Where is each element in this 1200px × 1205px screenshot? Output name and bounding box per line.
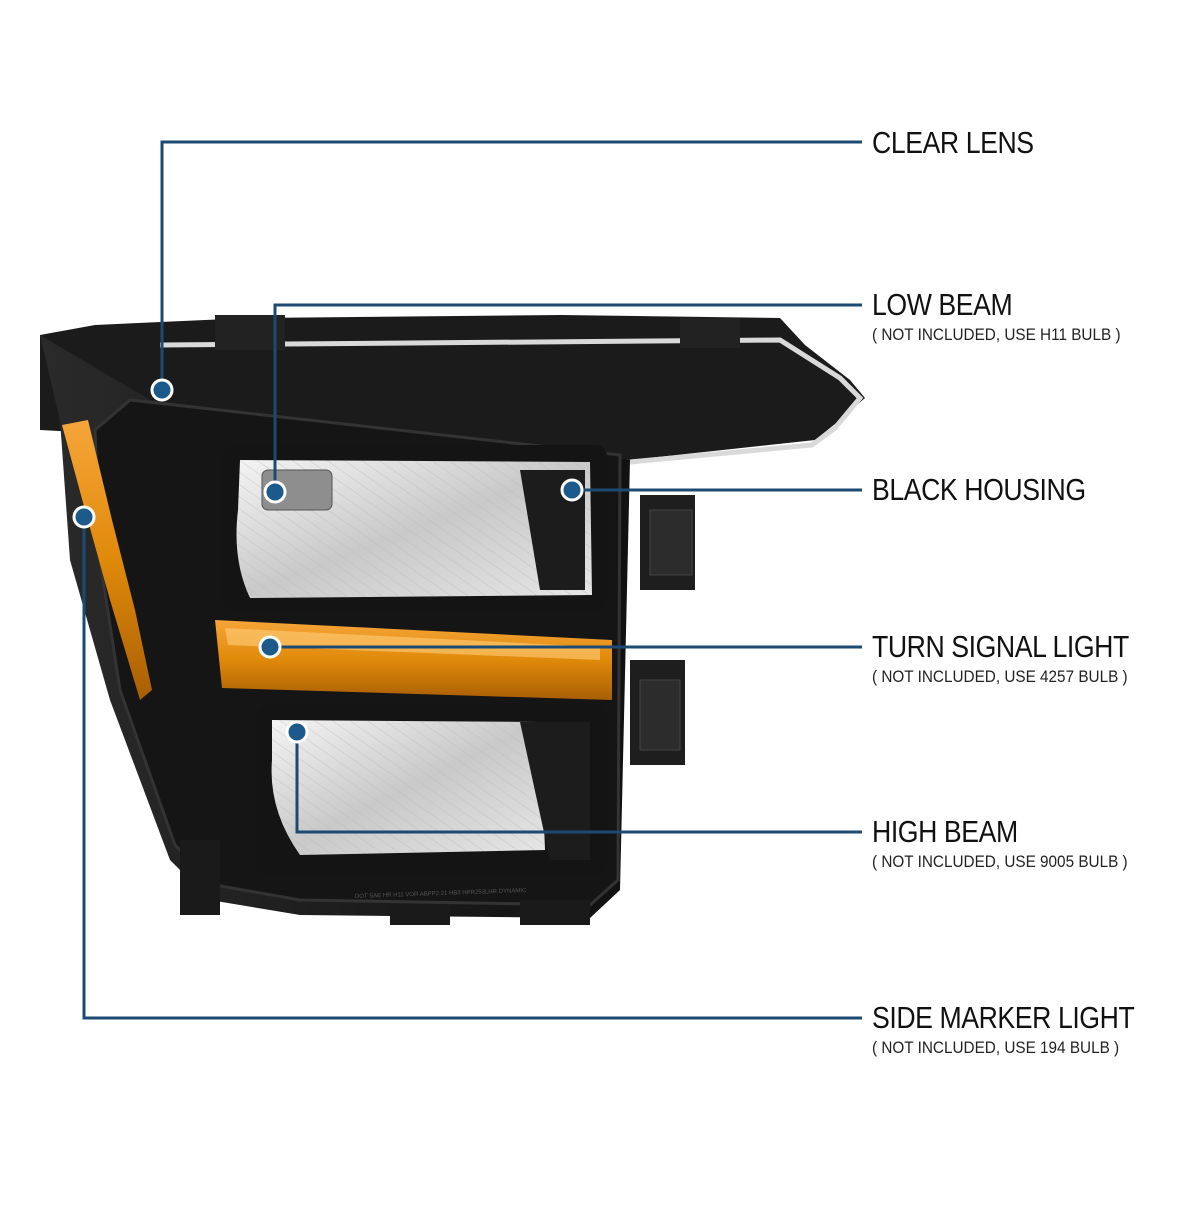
leader-high-beam <box>295 732 862 834</box>
bottom-tab-left <box>180 840 220 915</box>
callout-title: SIDE MARKER LIGHT <box>872 1000 1135 1035</box>
dot-clear-lens <box>150 378 174 402</box>
top-clear-lens-edge <box>159 337 864 465</box>
leader-clear-lens <box>160 140 862 390</box>
top-mount-left <box>215 315 285 350</box>
bottom-tab-mid <box>390 905 450 925</box>
callout-note: ( NOT INCLUDED, USE 194 BULB ) <box>872 1038 1120 1057</box>
dot-black-housing <box>560 478 584 502</box>
callout-note: ( NOT INCLUDED, USE 4257 BULB ) <box>872 667 1128 686</box>
high-beam-inner-bezel <box>520 722 590 860</box>
callout-black-housing: BLACK HOUSING <box>872 473 1120 507</box>
bracket-upper-plate <box>649 509 693 576</box>
dot-side-marker <box>72 505 96 529</box>
callout-title: LOW BEAM <box>872 287 1013 322</box>
leader-side-marker <box>82 517 862 1020</box>
callout-note: ( NOT INCLUDED, USE H11 BULB ) <box>872 325 1121 344</box>
side-marker-lens <box>62 420 152 700</box>
turn-signal-highlight <box>225 628 600 660</box>
callout-title: HIGH BEAM <box>872 814 1018 849</box>
callout-side-marker-light: SIDE MARKER LIGHT ( NOT INCLUDED, USE 19… <box>872 1001 1177 1058</box>
callout-clear-lens: CLEAR LENS <box>872 126 1060 160</box>
leader-lines <box>82 140 862 1020</box>
top-mount-right <box>680 318 740 348</box>
callout-dots <box>72 378 584 744</box>
callout-low-beam: LOW BEAM ( NOT INCLUDED, USE H11 BULB ) <box>872 288 1148 345</box>
callout-title: TURN SIGNAL LIGHT <box>872 629 1129 664</box>
callout-turn-signal-light: TURN SIGNAL LIGHT ( NOT INCLUDED, USE 42… <box>872 630 1171 687</box>
bracket-lower-plate <box>639 679 681 751</box>
bottom-tab-right <box>520 900 590 925</box>
callout-title: CLEAR LENS <box>872 125 1034 160</box>
callout-note: ( NOT INCLUDED, USE 9005 BULB ) <box>872 852 1128 871</box>
dot-low-beam <box>263 480 287 504</box>
callout-title: BLACK HOUSING <box>872 472 1086 507</box>
dot-high-beam <box>285 720 309 744</box>
leader-low-beam <box>273 303 862 492</box>
callout-high-beam: HIGH BEAM ( NOT INCLUDED, USE 9005 BULB … <box>872 815 1156 872</box>
dot-turn-signal <box>258 635 282 659</box>
high-beam-streaks <box>271 720 545 855</box>
